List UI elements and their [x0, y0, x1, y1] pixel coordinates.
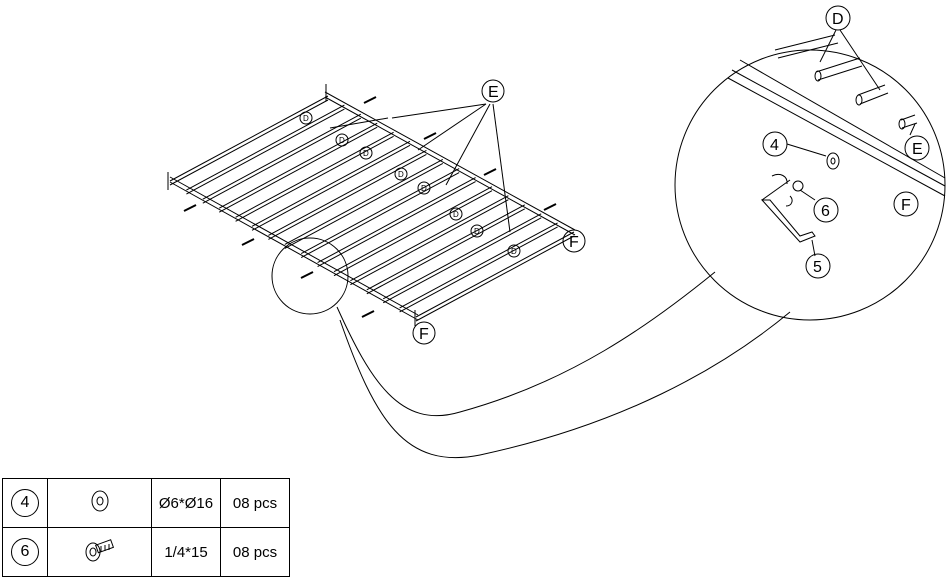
part-number: 6: [11, 538, 39, 566]
slat-callout-d: [507, 244, 521, 258]
slat: [218, 126, 378, 213]
slat-callout-d: [394, 167, 408, 181]
frame-rail-top: [324, 84, 576, 236]
bolt: [183, 204, 197, 212]
slat-callout-d: [470, 224, 484, 238]
slat: [186, 104, 345, 191]
bolt-icon: [85, 539, 114, 562]
slat: [251, 140, 411, 227]
slat-callout-d-label: D: [511, 247, 517, 256]
slat: [333, 190, 493, 277]
slat: [202, 113, 362, 200]
part-number: 4: [11, 489, 39, 517]
slat: [235, 131, 394, 218]
slat: [186, 108, 345, 195]
slat: [382, 213, 542, 300]
slat-callout-d-label: D: [398, 170, 404, 179]
part-size: Ø6*Ø16: [151, 478, 221, 528]
bolt: [300, 271, 314, 279]
callout-f-right: F: [569, 234, 579, 251]
slat-callout-d-label: D: [303, 114, 309, 123]
detail-leaders: [786, 29, 916, 257]
callout-d-detail: D: [832, 11, 844, 28]
bolt: [423, 132, 437, 140]
slat-callout-d-label: D: [453, 210, 459, 219]
callout-f-bottom: F: [419, 326, 429, 343]
bolt: [241, 238, 255, 246]
slat: [300, 172, 460, 258]
slats: [169, 95, 575, 322]
bolt: [361, 310, 375, 318]
slat: [268, 153, 427, 240]
slat: [399, 222, 558, 309]
callout-e-detail: E: [912, 141, 923, 158]
part-size: 1/4*15: [151, 527, 221, 577]
slat: [317, 177, 476, 264]
slat-callout-d: [449, 207, 463, 221]
e-leaders: [329, 103, 511, 233]
callout-6: 6: [821, 203, 830, 220]
slat: [415, 231, 575, 318]
slat-callout-d: [359, 146, 373, 160]
slat-callout-d-label: D: [474, 227, 480, 236]
slat: [235, 135, 394, 222]
slat: [366, 204, 526, 291]
bolt: [483, 168, 497, 176]
slat-callout-d: [299, 111, 313, 125]
slat: [415, 235, 575, 322]
table-row: 6 1/4*15 08 pcs: [2, 527, 290, 577]
callout-4: 4: [770, 137, 779, 154]
slat: [284, 163, 444, 249]
detail-hardware: [760, 152, 840, 243]
slat: [399, 226, 558, 313]
part-quantity: 08 pcs: [220, 527, 290, 577]
slat: [202, 117, 362, 204]
callout-e: E: [488, 84, 499, 101]
callout-5: 5: [813, 259, 822, 276]
slat: [382, 217, 542, 304]
slat-callout-d-label: D: [363, 149, 369, 158]
slat-callout-d: [417, 181, 431, 195]
parts-table: 4 Ø6*Ø16 08 pcs 6 1/4*15 08 pcs: [2, 478, 290, 577]
slat: [251, 144, 411, 231]
frame-rail-bottom: [167, 172, 419, 326]
slat-callout-d: [335, 133, 349, 147]
washer-icon: [91, 490, 108, 512]
table-row: 4 Ø6*Ø16 08 pcs: [2, 478, 290, 528]
slat: [333, 186, 493, 273]
bolts: [183, 96, 557, 318]
magnify-circle-small: [271, 237, 349, 315]
slat-callout-d-label: D: [421, 184, 427, 193]
slat: [218, 122, 378, 209]
slat: [300, 168, 460, 254]
part-quantity: 08 pcs: [220, 478, 290, 528]
slat: [169, 95, 329, 182]
slat: [268, 149, 427, 236]
detail-tubes: [774, 34, 918, 130]
detail-circle: [674, 49, 946, 321]
bolt: [543, 203, 557, 211]
slat: [350, 199, 509, 286]
detail-rail: [727, 59, 946, 197]
bolt: [363, 96, 377, 104]
slat: [284, 159, 444, 245]
connector-curve-lower: [339, 311, 791, 459]
slat: [317, 181, 476, 268]
slat-callout-d-label: D: [339, 136, 345, 145]
callout-f-detail: F: [901, 197, 911, 214]
slat: [366, 208, 526, 295]
connector-curve-upper: [336, 271, 716, 417]
slat: [350, 195, 509, 282]
